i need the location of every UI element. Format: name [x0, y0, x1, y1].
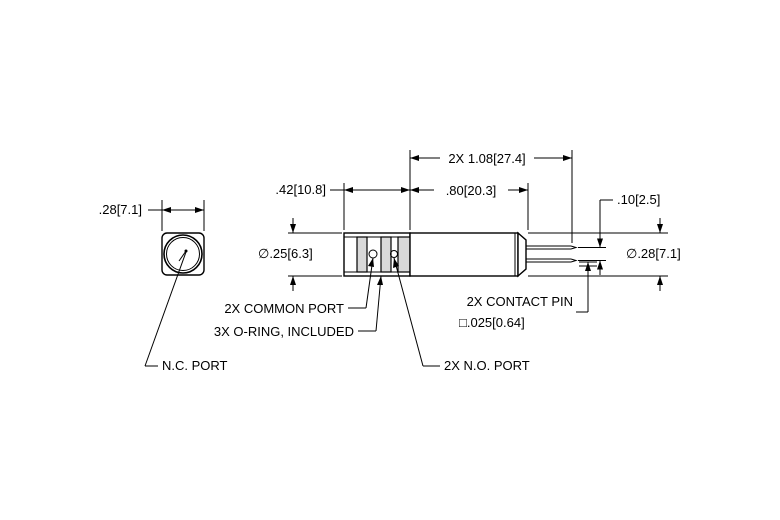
pin-spacing-dim: .10[2.5] — [617, 192, 660, 207]
end-view-width-dim: .28[7.1] — [99, 202, 142, 217]
end-view: .28[7.1] N.C. PORT — [99, 200, 228, 373]
head-diameter-dim: ∅.25[6.3] — [258, 246, 313, 261]
body-diameter-dim: ∅.28[7.1] — [626, 246, 681, 261]
side-view: 2X 1.08[27.4] .42[10.8] .80[20.3] ∅.25[6… — [214, 150, 681, 373]
end-view-inner-circle — [166, 237, 200, 271]
no-port-hole — [390, 250, 398, 258]
body-length-dim: .80[20.3] — [446, 183, 497, 198]
o-ring-groove-1 — [356, 236, 368, 273]
contact-pin-size-label: □.025[0.64] — [459, 315, 525, 330]
end-view-outer-circle — [163, 234, 203, 274]
valve-end-cap — [517, 231, 527, 278]
overall-length-dim: 2X 1.08[27.4] — [448, 151, 525, 166]
head-length-dim: .42[10.8] — [275, 182, 326, 197]
nc-port-hole — [184, 249, 188, 253]
o-ring-groove-2 — [380, 236, 392, 273]
common-port-label: 2X COMMON PORT — [224, 301, 344, 316]
o-ring-label: 3X O-RING, INCLUDED — [214, 324, 354, 339]
o-ring-groove-3 — [397, 236, 411, 273]
nc-port-label: N.C. PORT — [162, 358, 228, 373]
contact-pin-label: 2X CONTACT PIN — [467, 294, 573, 309]
end-view-square — [161, 232, 205, 276]
no-port-label: 2X N.O. PORT — [444, 358, 530, 373]
valve-body — [409, 232, 519, 277]
